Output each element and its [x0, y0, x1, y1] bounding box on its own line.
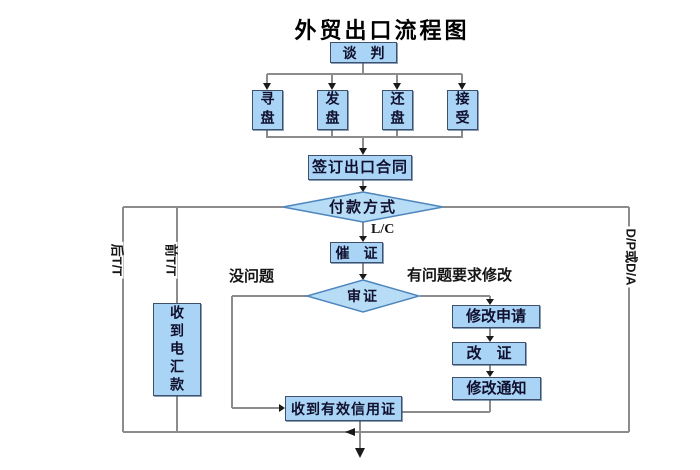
- node-receive-valid-lc-label: 收到有效信用证: [291, 400, 396, 417]
- arrow-into-counter-offer: [393, 83, 401, 90]
- node-negotiation-label: 谈 判: [342, 44, 385, 61]
- node-offer-label: 发盘: [324, 91, 341, 129]
- node-receive-tt-label: 收到电汇款: [169, 304, 185, 395]
- arrow-into-receive-lc: [279, 404, 285, 412]
- node-sign-contract: 签订出口合同: [308, 155, 412, 180]
- edge-label-no-problem: 没问题: [229, 268, 275, 285]
- node-counter-offer-label: 还盘: [389, 91, 406, 129]
- arrow-into-offer: [328, 83, 336, 90]
- node-inquiry-label: 寻盘: [259, 91, 276, 129]
- arrow-into-acceptance: [458, 83, 466, 90]
- node-offer: 发盘: [317, 90, 348, 130]
- wire-boxes-merge: [266, 130, 463, 150]
- decision-payment-method-shape: [282, 191, 444, 223]
- arrow-into-amend-cert: [486, 336, 494, 342]
- node-amend-notice-label: 修改通知: [466, 380, 527, 397]
- node-amend-cert-label: 改 证: [466, 345, 512, 362]
- arrow-into-review-diamond: [359, 274, 367, 280]
- edge-label-has-problem: 有问题要求修改: [407, 267, 513, 284]
- arrow-bottom-junction: [345, 428, 355, 436]
- node-amend-request-label: 修改申请: [465, 308, 526, 325]
- edge-label-lc: L/C: [371, 222, 395, 237]
- node-receive-tt: 收到电汇款: [153, 303, 201, 396]
- arrow-into-inquiry: [263, 83, 271, 90]
- node-inquiry: 寻盘: [252, 90, 283, 130]
- wire-notice-to-lc: [402, 400, 491, 413]
- node-counter-offer: 还盘: [382, 90, 413, 130]
- decision-review-cert-shape: [304, 279, 422, 313]
- node-sign-contract-label: 签订出口合同: [311, 159, 408, 176]
- edge-label-pre-tt: 前T/T: [163, 241, 179, 279]
- arrow-into-payment-diamond: [359, 186, 367, 192]
- decision-payment-method-label: 付款方式: [328, 199, 397, 216]
- node-receive-valid-lc: 收到有效信用证: [285, 396, 402, 421]
- wire-has-problem-path: [420, 295, 491, 300]
- node-urge-cert-label: 催 证: [335, 244, 378, 261]
- arrow-into-contract: [359, 148, 367, 155]
- wire-negotiation-split: [266, 63, 463, 84]
- edge-label-post-tt: 后T/T: [109, 241, 125, 279]
- arrow-into-amend-notice: [486, 371, 494, 377]
- node-acceptance-label: 接受: [454, 91, 471, 129]
- node-acceptance: 接受: [447, 90, 478, 130]
- wire-no-problem-path: [231, 295, 307, 409]
- node-urge-cert: 催 证: [330, 242, 383, 263]
- edge-label-dp-or-da: D/P或D/A: [623, 226, 639, 288]
- decision-review-cert-label: 审证: [347, 288, 379, 304]
- node-amend-request: 修改申请: [452, 305, 540, 328]
- arrowheads: [263, 83, 494, 458]
- node-amend-notice: 修改通知: [452, 377, 541, 400]
- arrow-into-amend-request: [486, 299, 494, 305]
- arrow-into-urge: [359, 236, 367, 242]
- arrow-final-down: [355, 448, 365, 458]
- page-title: 外贸出口流程图: [294, 18, 470, 43]
- node-negotiation: 谈 判: [330, 42, 397, 63]
- node-amend-cert: 改 证: [452, 342, 526, 365]
